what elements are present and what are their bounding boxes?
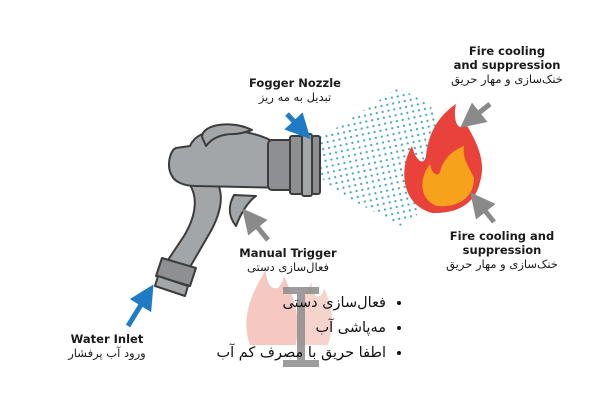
water-inlet-en: Water Inlet bbox=[70, 332, 144, 346]
fire-cooling-bottom-en-2: suppression bbox=[462, 243, 542, 257]
fire-cooling-top-fa: خنک‌سازی و مهار حریق bbox=[451, 72, 563, 86]
water-inlet-label: Water Inlet ورود آب پرفشار bbox=[42, 332, 172, 361]
feature-item: فعال‌سازی دستی bbox=[196, 291, 386, 316]
spray-gun-icon bbox=[154, 123, 321, 297]
water-inlet-fa: ورود آب پرفشار bbox=[68, 346, 146, 360]
fire-cooling-top-label: Fire cooling and suppression خنک‌سازی و … bbox=[432, 44, 582, 87]
fogger-nozzle-label: Fogger Nozzle تبدیل به مه ریز bbox=[230, 76, 360, 105]
trigger-arrow bbox=[242, 208, 270, 242]
feature-item: مه‌پاشی آب bbox=[196, 316, 386, 341]
watermark-logo-icon bbox=[246, 270, 333, 367]
fire-cooling-bottom-label: Fire cooling and suppression خنک‌سازی و … bbox=[422, 229, 582, 272]
fire-cooling-bottom-en-1: Fire cooling and bbox=[449, 229, 555, 243]
fogger-arrow bbox=[284, 112, 311, 140]
fire-cooling-bottom-fa: خنک‌سازی و مهار حریق bbox=[446, 257, 558, 271]
fogger-nozzle-en: Fogger Nozzle bbox=[249, 76, 341, 90]
water-inlet-arrow bbox=[125, 284, 154, 328]
fire-icon bbox=[404, 104, 483, 214]
fire-cooling-top-en-2: and suppression bbox=[453, 58, 561, 72]
fire-cooling-top-en-1: Fire cooling bbox=[468, 44, 546, 58]
feature-item: اطفا حریق با مصرف کم آب bbox=[196, 341, 386, 366]
manual-trigger-en: Manual Trigger bbox=[239, 246, 337, 260]
cooling-bottom-arrow bbox=[470, 192, 496, 224]
manual-trigger-fa: فعال‌سازی دستی bbox=[246, 260, 330, 274]
feature-list: فعال‌سازی دستی مه‌پاشی آب اطفا حریق با م… bbox=[196, 291, 404, 366]
cooling-top-arrow bbox=[460, 102, 492, 128]
manual-trigger-label: Manual Trigger فعال‌سازی دستی bbox=[228, 246, 348, 275]
fogger-nozzle-fa: تبدیل به مه ریز bbox=[258, 90, 332, 104]
